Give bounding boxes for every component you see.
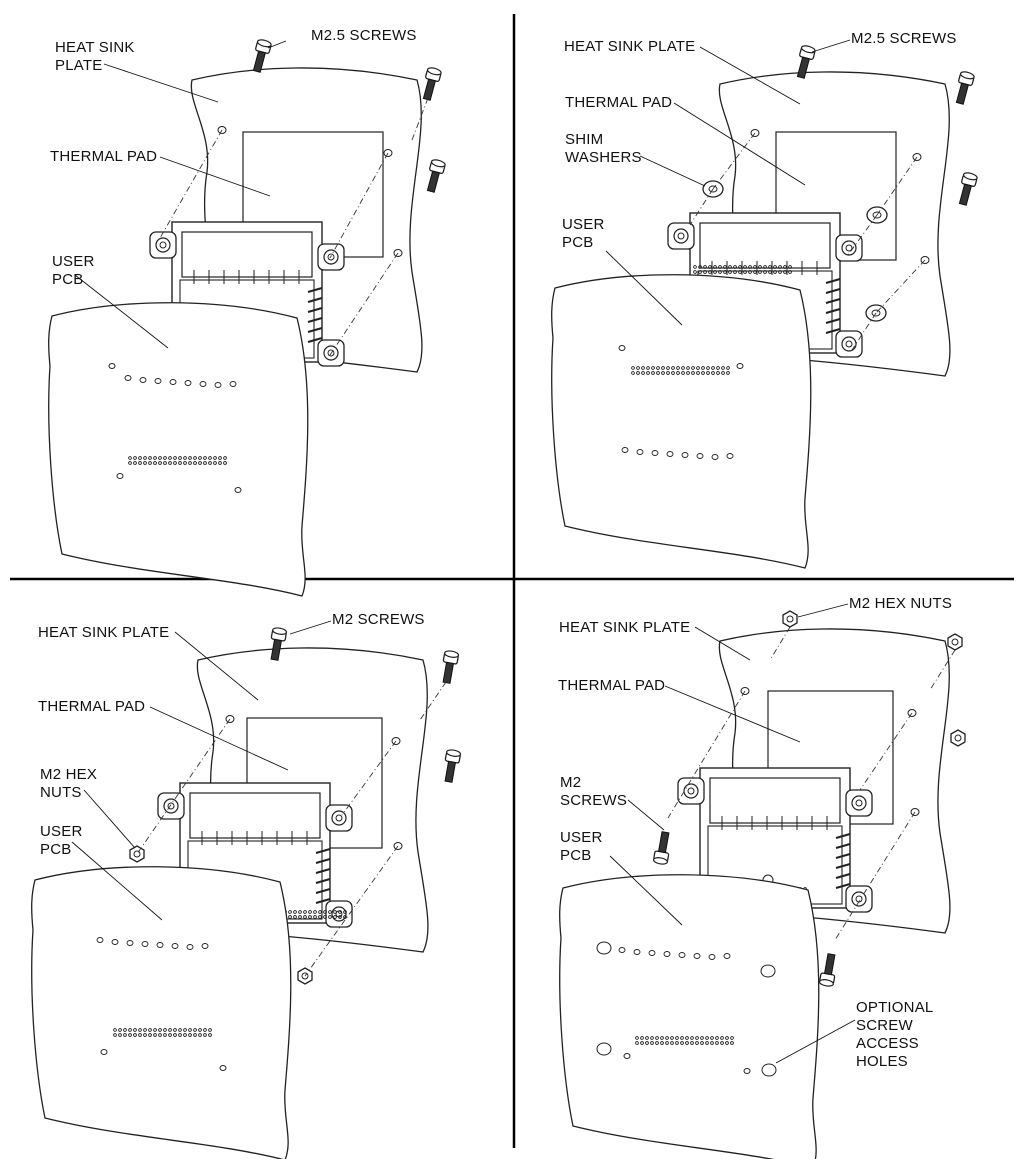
- tl-label-heat-sink-plate: HEAT SINK PLATE: [55, 39, 135, 74]
- panel-top-right: [551, 39, 979, 569]
- br-label-screws: M2 SCREWS: [560, 774, 628, 809]
- br-label-user-pcb: USER PCB: [560, 829, 603, 864]
- tl-label-screws: M2.5 SCREWS: [311, 27, 417, 44]
- panel-top-left: [48, 37, 447, 597]
- tr-label-screws: M2.5 SCREWS: [851, 30, 957, 47]
- bl-label-user-pcb: USER PCB: [40, 823, 83, 858]
- br-label-optional-access-holes: OPTIONAL SCREW ACCESS HOLES: [856, 999, 934, 1070]
- br-label-thermal-pad: THERMAL PAD: [558, 677, 666, 694]
- tr-label-thermal-pad: THERMAL PAD: [565, 94, 673, 111]
- tr-label-shim-washers: SHIM WASHERS: [565, 131, 642, 166]
- tl-label-user-pcb: USER PCB: [52, 253, 95, 288]
- bl-label-thermal-pad: THERMAL PAD: [38, 698, 146, 715]
- bl-label-hex-nuts: M2 HEX NUTS: [40, 766, 98, 801]
- br-label-heat-sink-plate: HEAT SINK PLATE: [559, 619, 691, 636]
- bl-label-heat-sink-plate: HEAT SINK PLATE: [38, 624, 170, 641]
- bl-label-screws: M2 SCREWS: [332, 611, 425, 628]
- panel-bottom-right: [559, 603, 966, 1164]
- panel-bottom-left: [31, 620, 462, 1161]
- tl-label-thermal-pad: THERMAL PAD: [50, 148, 158, 165]
- tr-label-heat-sink-plate: HEAT SINK PLATE: [564, 38, 696, 55]
- tr-label-user-pcb: USER PCB: [562, 216, 605, 251]
- br-label-hex-nuts: M2 HEX NUTS: [849, 595, 953, 612]
